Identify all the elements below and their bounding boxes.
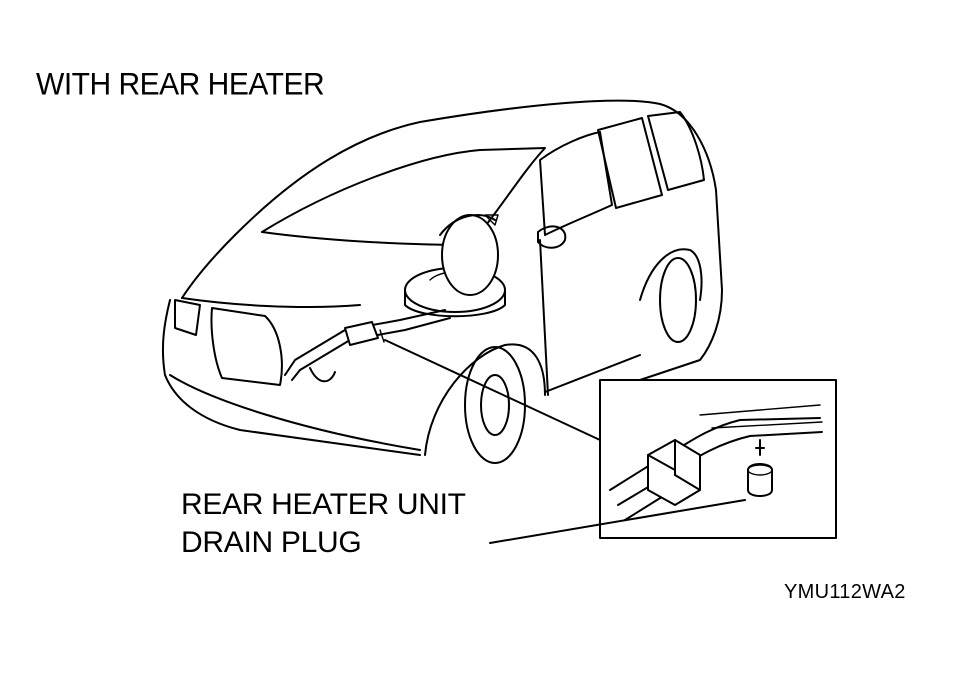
figure-code: YMU112WA2 xyxy=(784,581,906,603)
diagram-title: WITH REAR HEATER xyxy=(36,67,325,102)
callout-line-2: DRAIN PLUG xyxy=(181,526,362,559)
drain-plug-detail-inset xyxy=(599,379,837,539)
callout-line-1: REAR HEATER UNIT xyxy=(181,488,466,521)
callout-leader xyxy=(489,499,746,544)
leader-line xyxy=(384,339,601,441)
callout-label: REAR HEATER UNIT DRAIN PLUG xyxy=(181,486,466,562)
heater-components xyxy=(284,214,506,383)
